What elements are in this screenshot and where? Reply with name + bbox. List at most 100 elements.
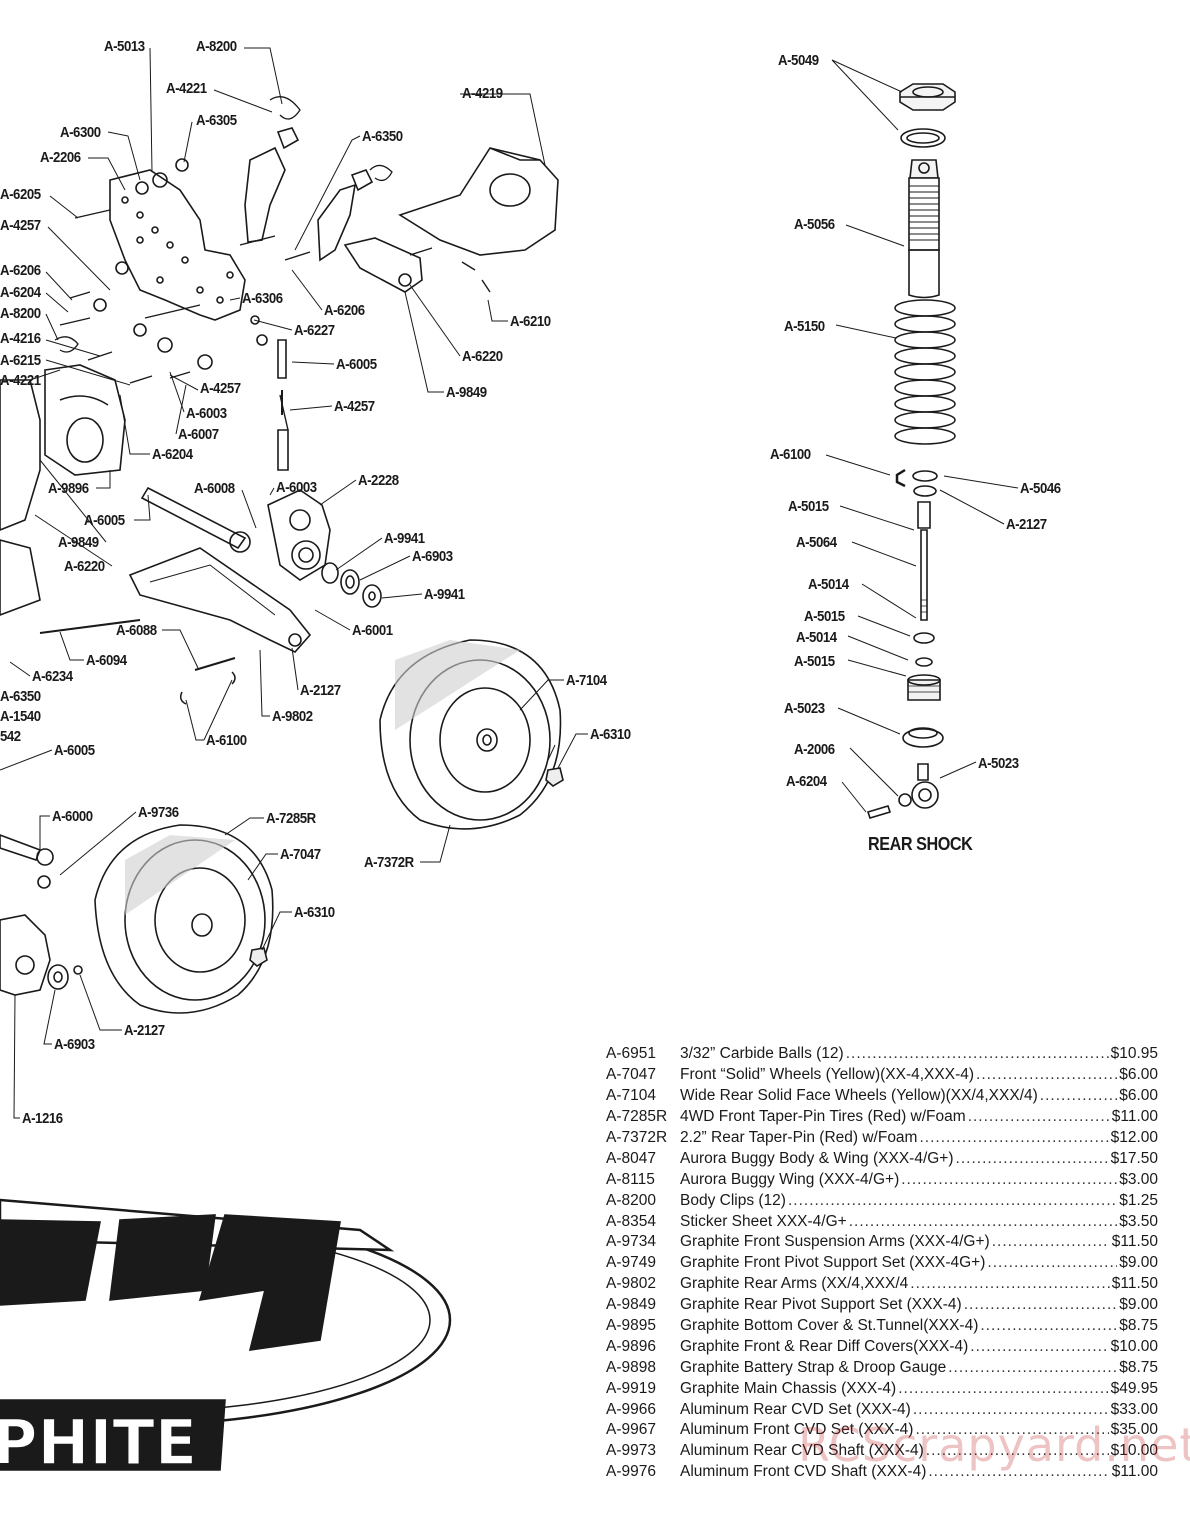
part-callout: A-7372R <box>364 854 414 871</box>
part-row: A-7047 Front “Solid” Wheels (Yellow)(XX-4… <box>606 1065 1158 1086</box>
part-number: A-8115 <box>606 1170 655 1188</box>
part-description: Aluminum Rear CVD Shaft (XXX-4) <box>680 1442 924 1460</box>
wheel-nut <box>545 744 564 787</box>
part-price: $3.50 <box>1119 1212 1158 1230</box>
part-callout: A-5023 <box>784 700 825 717</box>
part-callout: A-2006 <box>794 741 835 758</box>
part-callout: A-6094 <box>86 652 127 669</box>
part-number: A-9802 <box>606 1275 656 1293</box>
shock-o-ring <box>900 128 946 148</box>
part-number: A-9919 <box>606 1379 656 1397</box>
part-callout: A-2127 <box>124 1022 165 1039</box>
part-price: $12.00 <box>1110 1129 1158 1146</box>
part-callout: A-6100 <box>206 732 247 749</box>
part-callout: A-1540 <box>0 708 41 725</box>
part-callout: A-5023 <box>978 755 1019 772</box>
part-number: A-9896 <box>606 1337 656 1355</box>
leader-lines <box>0 47 588 1119</box>
rear-shock-tower <box>109 169 246 321</box>
dot-leader <box>956 1150 1109 1168</box>
part-callout: A-5015 <box>794 653 835 670</box>
hinge-pins <box>39 619 236 671</box>
part-callout: A-9802 <box>272 708 313 725</box>
part-callout: A-6003 <box>186 405 227 422</box>
part-price: $11.50 <box>1111 1275 1158 1293</box>
part-callout: 542 <box>0 728 21 745</box>
small-nuts <box>93 158 268 370</box>
part-description: Front “Solid” Wheels (Yellow)(XX-4,XXX-4… <box>680 1066 975 1084</box>
dot-leader <box>970 1338 1108 1356</box>
part-callout: A-6100 <box>770 446 811 463</box>
part-row: A-9734 Graphite Front Suspension Arms (XX… <box>606 1232 1158 1253</box>
part-price: $8.75 <box>1119 1317 1158 1335</box>
part-price: $6.00 <box>1119 1087 1158 1105</box>
part-callout: A-4216 <box>0 330 41 347</box>
shock-shaft <box>917 501 931 621</box>
part-number: A-9849 <box>606 1296 656 1314</box>
part-callout: A-6306 <box>242 290 283 307</box>
rear-wheel-tire <box>379 639 562 830</box>
part-callout: A-9941 <box>424 586 465 603</box>
dot-leader <box>948 1359 1117 1377</box>
shock-caption: REAR SHOCK <box>868 834 973 854</box>
camber-link-mount <box>244 146 357 262</box>
part-callout: A-5046 <box>1020 480 1061 497</box>
part-callout: A-2127 <box>300 682 341 699</box>
body-mount-post <box>276 127 374 192</box>
part-description: 3/32” Carbide Balls (12) <box>680 1045 844 1063</box>
part-description: Graphite Front Pivot Support Set (XXX-4G… <box>680 1254 986 1272</box>
part-callout: A-7104 <box>566 672 607 689</box>
part-callout: A-6206 <box>0 262 41 279</box>
part-price: $10.95 <box>1110 1045 1158 1063</box>
dot-leader <box>992 1233 1110 1251</box>
part-callout: A-6215 <box>0 352 41 369</box>
xx4-logo <box>0 1198 452 1471</box>
part-description: Graphite Front Suspension Arms (XXX-4/G+… <box>680 1233 990 1251</box>
part-description: Aluminum Front CVD Set (XXX-4) <box>680 1421 914 1439</box>
part-callout: A-6000 <box>52 808 93 825</box>
part-number: A-7372R <box>606 1129 668 1146</box>
part-callout: A-8200 <box>0 305 41 322</box>
part-number: A-9895 <box>606 1317 656 1335</box>
front-cvd-shaft <box>0 834 54 889</box>
part-callout: A-9849 <box>58 534 99 551</box>
part-number: A-7104 <box>606 1087 656 1105</box>
rear-suspension-arm <box>128 547 312 653</box>
part-price: $49.95 <box>1110 1379 1158 1397</box>
part-callout: A-5013 <box>104 38 145 55</box>
part-price: $11.50 <box>1111 1233 1158 1251</box>
part-callout: A-6005 <box>54 742 95 759</box>
part-description: Aurora Buggy Body & Wing (XXX-4/G+) <box>680 1149 954 1167</box>
part-callout: A-6206 <box>324 302 365 319</box>
part-callout: A-6350 <box>362 128 403 145</box>
part-callout: A-6220 <box>64 558 105 575</box>
part-callout: A-2127 <box>1006 516 1047 533</box>
part-number: A-9749 <box>606 1254 656 1272</box>
part-callout: A-6001 <box>352 622 393 639</box>
part-callout: A-5014 <box>796 629 837 646</box>
part-callout: A-6205 <box>0 186 41 203</box>
part-price: $10.00 <box>1110 1337 1158 1355</box>
part-callout: A-6005 <box>336 356 377 373</box>
part-callout: A-9736 <box>138 804 179 821</box>
part-description: Wide Rear Solid Face Wheels (Yellow)(XX/… <box>680 1087 1038 1105</box>
dot-leader <box>849 1213 1118 1231</box>
part-callout: A-2206 <box>40 149 81 166</box>
part-callout: A-4219 <box>462 85 503 102</box>
rear-hub-carrier <box>267 489 331 581</box>
part-price: $17.50 <box>1110 1149 1158 1167</box>
part-callout: A-4257 <box>0 217 41 234</box>
part-number: A-7047 <box>606 1066 656 1084</box>
part-number: A-9734 <box>606 1233 656 1251</box>
front-spindle <box>0 914 83 996</box>
part-description: Graphite Bottom Cover & St.Tunnel(XXX-4) <box>680 1317 979 1335</box>
